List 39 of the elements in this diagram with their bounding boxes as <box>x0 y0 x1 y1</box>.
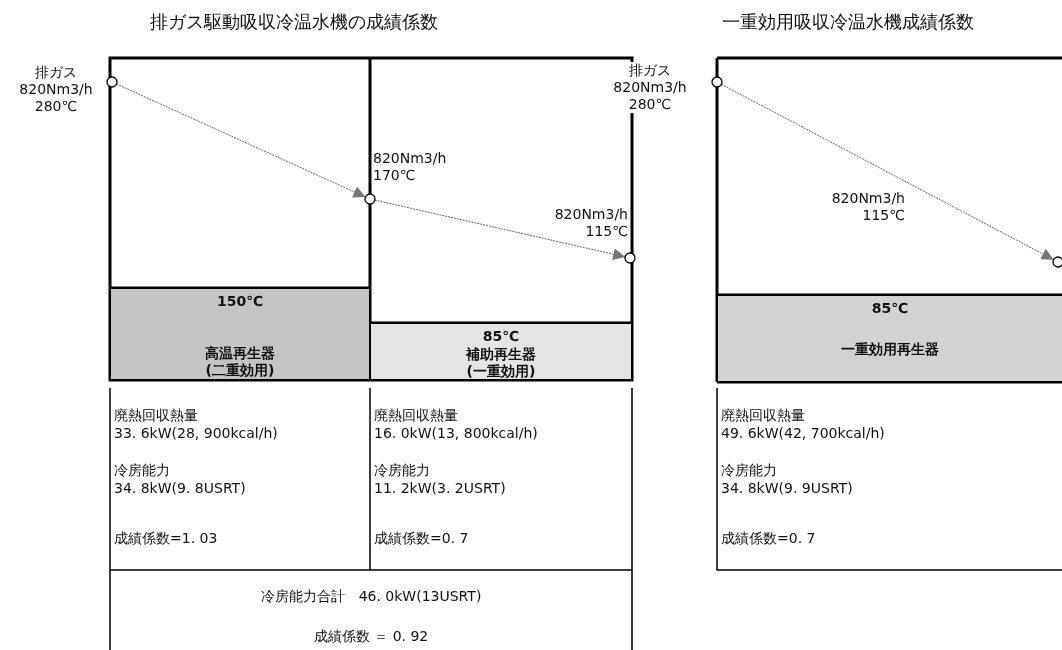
flow-arrow <box>374 199 626 261</box>
temperature-label: 150℃ <box>215 293 265 310</box>
generator-label: 補助再生器 (一重効用) <box>465 346 537 380</box>
generator-region <box>718 296 1062 381</box>
item-heading: 冷房能力 <box>114 462 170 479</box>
gas-condition-label: 820Nm3/h 170℃ <box>373 150 448 184</box>
gas-condition-label: 820Nm3/h 115℃ <box>553 206 628 240</box>
temperature-label: 85℃ <box>870 300 910 317</box>
item-heading: 廃熱回収熱量 <box>114 407 198 424</box>
total-text: 冷房能力合計 46. 0kW(13USRT) <box>259 588 483 605</box>
total-text: 成績係数 ＝ 0. 92 <box>312 628 430 645</box>
generator-region <box>371 324 631 379</box>
item-heading: 冷房能力 <box>374 462 430 479</box>
coefficient-text: 成績係数=1. 03 <box>114 530 218 547</box>
gas-condition-label: 820Nm3/h 115℃ <box>830 190 905 224</box>
value-text: 11. 2kW(3. 2USRT) <box>374 480 506 497</box>
flow-arrow <box>720 83 1055 261</box>
diagram-title: 排ガス駆動吸収冷温水機の成績係数 <box>150 10 438 34</box>
value-text: 49. 6kW(42, 700kcal/h) <box>721 425 885 442</box>
gas-condition-label: 排ガス 820Nm3/h 280℃ <box>18 64 94 115</box>
value-text: 16. 0kW(13, 800kcal/h) <box>374 425 538 442</box>
value-text: 33. 6kW(28, 900kcal/h) <box>114 425 278 442</box>
value-text: 34. 8kW(9. 8USRT) <box>114 480 246 497</box>
section-heading: 一重効用吸収冷温水機成績係数 <box>722 10 974 34</box>
generator-label: 一重効用再生器 <box>840 341 940 358</box>
junction-circle <box>624 252 636 264</box>
value-text: 34. 8kW(9. 9USRT) <box>721 480 853 497</box>
item-heading: 冷房能力 <box>721 462 777 479</box>
junction-circle <box>106 76 118 88</box>
item-heading: 廃熱回収熱量 <box>721 407 805 424</box>
generator-label: 高温再生器 (二重効用) <box>204 345 276 379</box>
junction-circle <box>364 193 376 205</box>
coefficient-text: 成績係数=0. 7 <box>374 530 469 547</box>
junction-circle <box>711 76 723 88</box>
item-heading: 廃熱回収熱量 <box>374 407 458 424</box>
coefficient-text: 成績係数=0. 7 <box>721 530 816 547</box>
generator-region <box>111 289 369 379</box>
flow-arrow <box>116 83 366 198</box>
temperature-label: 85℃ <box>481 328 521 345</box>
